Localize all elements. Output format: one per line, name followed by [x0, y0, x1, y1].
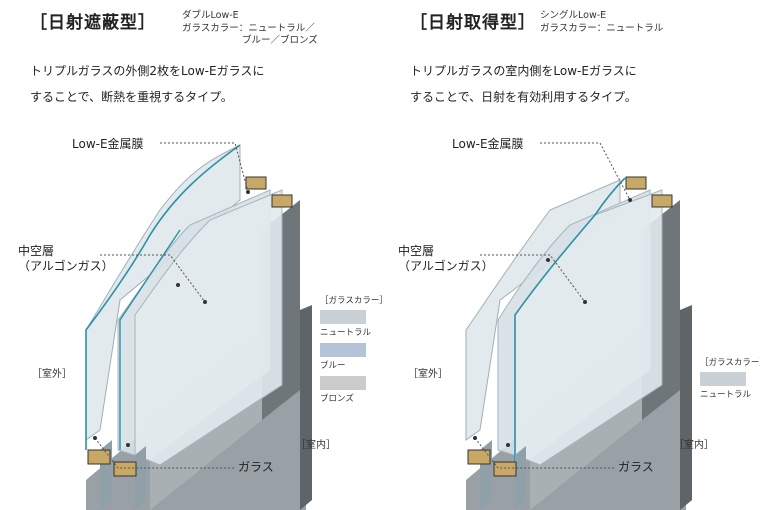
leader-dot	[246, 190, 250, 194]
frame-side	[300, 305, 312, 510]
description: トリプルガラスの室内側をLow-Eガラスに することで、日射を有効利用するタイプ…	[410, 58, 637, 110]
label-glass: ガラス	[618, 460, 654, 474]
spacer-bottom	[87, 449, 111, 465]
frame-side	[680, 305, 692, 510]
glass-pane-inner	[134, 189, 283, 466]
legend-swatch	[320, 310, 366, 324]
panel-solar-shading: ［日射遮蔽型］ ダブルLow-E ガラスカラー：ニュートラル／ ブルー／ブロンズ…	[18, 10, 388, 510]
glass-note-line: ブルー／ブロンズ	[242, 35, 318, 46]
triple-glass-diagram	[465, 142, 692, 510]
legend-swatch	[320, 376, 366, 390]
label-outdoor: ［室外］	[32, 369, 72, 380]
label-hollow-line: （アルゴンガス）	[398, 259, 494, 273]
legend-name: ブロンズ	[320, 394, 354, 404]
glass-edge	[135, 446, 146, 510]
legend-swatch	[320, 343, 366, 357]
lowe-film-line	[119, 229, 181, 450]
legend-name: ブルー	[320, 361, 346, 371]
description-line: トリプルガラスの室内側をLow-Eガラスに	[410, 64, 637, 78]
label-indoor: ［室内］	[674, 440, 714, 451]
triple-glass-diagram	[85, 142, 312, 510]
leader-dot	[546, 258, 550, 262]
leader-dot	[628, 198, 632, 202]
spacer-top	[625, 176, 647, 190]
legend-name: ニュートラル	[320, 328, 372, 338]
label-outdoor: ［室外］	[408, 369, 448, 380]
glass-color-legend: ［ガラスカラー］ ニュートラル	[700, 356, 760, 405]
spacer-bottom	[467, 449, 491, 465]
glass-note-line: ガラスカラー：ニュートラル／	[182, 22, 315, 34]
spacer-top	[651, 194, 673, 208]
leader-dot	[203, 300, 207, 304]
leader-dot	[93, 436, 97, 440]
glass-note-line: ガラスカラー：ニュートラル	[540, 22, 664, 34]
leader-line-lowe	[160, 142, 249, 193]
leader-dot	[506, 443, 510, 447]
label-lowe-film: Low-E金属膜	[72, 137, 144, 151]
glass-note-line: ダブルLow-E	[182, 10, 239, 21]
label-hollow-layer: 中空層 （アルゴンガス）	[398, 244, 494, 274]
glass-edge	[515, 446, 526, 510]
legend-item: ブルー	[320, 343, 368, 371]
leader-line-hollow	[480, 254, 586, 303]
spacer-top	[245, 176, 267, 190]
description-line: することで、日射を有効利用するタイプ。	[410, 90, 637, 104]
leader-dot	[126, 443, 130, 447]
glass-color-legend: ［ガラスカラー］ ニュートラル ブルー ブロンズ	[320, 294, 388, 409]
glass-pane-outer	[465, 179, 621, 441]
heading-solar-shading: ［日射遮蔽型］	[30, 13, 156, 33]
label-glass: ガラス	[238, 460, 274, 474]
leader-dot	[176, 283, 180, 287]
label-lowe-film: Low-E金属膜	[452, 137, 524, 151]
leader-dot	[583, 300, 587, 304]
spacer-bottom	[493, 461, 517, 477]
label-hollow-line: （アルゴンガス）	[18, 259, 114, 273]
spacer-top	[271, 194, 293, 208]
leader-line-lowe	[540, 142, 631, 201]
label-hollow-line: 中空層	[18, 244, 55, 258]
legend-title: ［ガラスカラー］	[700, 358, 760, 368]
description-line: することで、断熱を重視するタイプ。	[30, 90, 233, 104]
legend-item: ニュートラル	[700, 372, 752, 400]
legend-name: ニュートラル	[700, 390, 752, 400]
label-hollow-line: 中空層	[398, 244, 435, 258]
lowe-film-line	[514, 177, 626, 465]
glass-note-line: シングルLow-E	[540, 10, 607, 21]
heading-solar-gain: ［日射取得型］	[410, 13, 536, 33]
leader-line-glass	[474, 437, 615, 469]
label-indoor: ［室内］	[296, 440, 336, 451]
glass-note: ダブルLow-E ガラスカラー：ニュートラル／ ブルー／ブロンズ	[182, 10, 318, 48]
description: トリプルガラスの外側2枚をLow-Eガラスに することで、断熱を重視するタイプ。	[30, 58, 264, 110]
legend-item: ブロンズ	[320, 376, 368, 404]
leader-line-hollow	[100, 254, 206, 303]
glass-note: シングルLow-E ガラスカラー：ニュートラル	[540, 10, 663, 35]
spacer-bottom	[113, 461, 137, 477]
label-hollow-layer: 中空層 （アルゴンガス）	[18, 244, 114, 274]
panel-solar-gain: ［日射取得型］ シングルLow-E ガラスカラー：ニュートラル トリプルガラスの…	[380, 0, 760, 510]
leader-dot	[473, 436, 477, 440]
legend-item: ニュートラル	[320, 310, 372, 338]
legend-swatch	[700, 372, 746, 386]
legend-title: ［ガラスカラー］	[320, 296, 388, 306]
leader-line-glass	[94, 437, 235, 469]
description-line: トリプルガラスの外側2枚をLow-Eガラスに	[30, 64, 265, 78]
lowe-film-line	[85, 144, 241, 450]
